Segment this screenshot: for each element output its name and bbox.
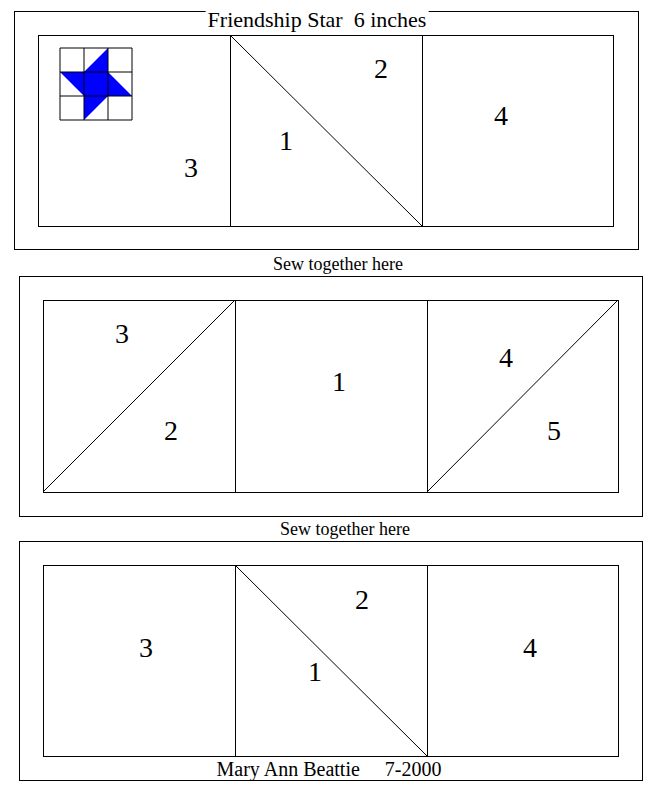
piece-number: 1 [332, 368, 346, 396]
quilt-square: 4 [422, 35, 614, 227]
piece-number: 2 [374, 55, 388, 83]
piece-number: 2 [164, 417, 178, 445]
seam-diagonal [235, 565, 427, 756]
quilt-square: 32 [43, 300, 236, 493]
title: Friendship Star 6 inches [206, 9, 429, 31]
seam-diagonal [43, 300, 235, 492]
outer-frame [20, 277, 643, 517]
star-icon [60, 48, 132, 120]
piece-number: 4 [499, 344, 513, 372]
outer-frame [15, 12, 639, 250]
outer-frame [20, 542, 643, 781]
piece-number: 1 [279, 127, 293, 155]
piece-number: 4 [523, 634, 537, 662]
piece-number: 3 [184, 154, 198, 182]
quilt-square: 4 [427, 565, 619, 757]
piece-number: 1 [308, 658, 322, 686]
sew-note: Sew together here [271, 255, 405, 273]
piece-number: 3 [139, 634, 153, 662]
seam-diagonal [230, 35, 422, 226]
quilt-square: 1 [235, 300, 428, 493]
seam-diagonal [427, 300, 618, 492]
sew-note: Sew together here [278, 520, 412, 538]
quilt-square: 3 [38, 35, 231, 227]
quilt-square: 45 [427, 300, 619, 493]
quilt-square: 12 [230, 35, 423, 227]
quilt-square: 12 [235, 565, 428, 757]
piece-number: 5 [547, 417, 561, 445]
caption: Mary Ann Beattie 7-2000 [215, 759, 444, 779]
quilt-square: 3 [43, 565, 236, 757]
piece-number: 3 [115, 320, 129, 348]
piece-number: 2 [355, 586, 369, 614]
piece-number: 4 [494, 102, 508, 130]
